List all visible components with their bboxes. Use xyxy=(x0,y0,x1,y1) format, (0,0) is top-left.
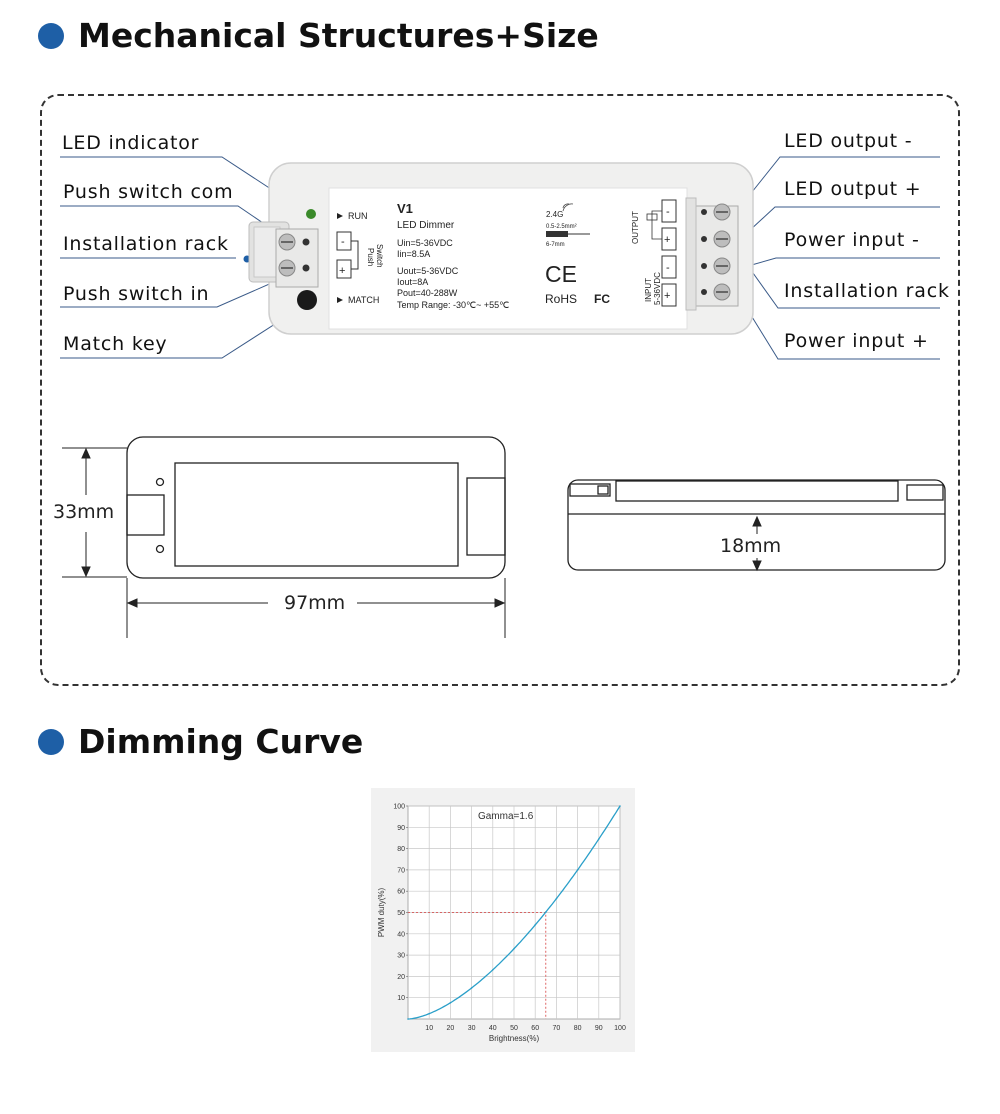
curve-data-point xyxy=(534,924,536,926)
curve-data-point xyxy=(576,869,579,871)
wire-strip-length-label: 6-7mm xyxy=(546,242,565,248)
callout-led-output-plus: LED output + xyxy=(784,178,922,200)
y-tick-label: 40 xyxy=(397,931,405,938)
switch-minus-label: - xyxy=(341,236,345,248)
device-label: RUN MATCH - + Switch Push V1 LED Dimmer … xyxy=(336,199,677,310)
curve-data-point xyxy=(428,1012,430,1015)
uin-label: Uin=5-36VDC xyxy=(397,238,453,248)
input-voltage-label: 5-36VDC xyxy=(653,272,662,305)
x-tick-label: 90 xyxy=(595,1025,603,1032)
led-load-icon xyxy=(646,213,658,221)
y-tick-label: 70 xyxy=(397,867,405,874)
switch-plus-label: + xyxy=(339,265,345,277)
match-key-button[interactable] xyxy=(297,290,317,310)
callout-power-input-minus: Power input - xyxy=(784,229,920,251)
length-dimension xyxy=(126,578,506,638)
top-view-drawing xyxy=(126,436,506,579)
model-label: V1 xyxy=(397,201,413,216)
wireless-icon xyxy=(562,203,574,212)
x-tick-label: 30 xyxy=(468,1025,476,1032)
pout-label: Pout=40-288W xyxy=(397,288,458,298)
output-plus-label: + xyxy=(664,234,670,246)
curve-data-point xyxy=(555,897,558,900)
section-title-dimming: Dimming Curve xyxy=(38,722,363,761)
iout-label: Iout=8A xyxy=(397,277,428,287)
curve-data-point xyxy=(470,987,473,989)
fcc-mark: FC xyxy=(594,292,610,306)
height-dimension xyxy=(62,447,127,578)
callout-installation-rack-right: Installation rack xyxy=(784,280,950,302)
gamma-annotation: Gamma=1.6 xyxy=(478,811,534,822)
x-tick-label: 60 xyxy=(531,1025,539,1032)
curve-data-point xyxy=(619,805,621,807)
frequency-label: 2.4G xyxy=(546,210,563,219)
wire-strip-icon xyxy=(546,231,568,237)
bullet-dot xyxy=(38,22,64,49)
section-title-mechanical: Mechanical Structures+Size xyxy=(38,16,599,55)
match-label: MATCH xyxy=(348,295,379,305)
x-tick-label: 100 xyxy=(614,1025,626,1032)
input-label: INPUT xyxy=(644,278,653,302)
output-minus-label: - xyxy=(666,206,670,218)
mechanical-frame xyxy=(40,94,960,686)
dimming-curve-chart: 10 20 30 40 50 60 70 80 90 100 10 20 30 40 50 60 70 80 90 1… xyxy=(371,788,635,1052)
mechanical-diagram: RUN MATCH - + Switch Push V1 LED Dimmer … xyxy=(60,156,946,638)
ce-mark: CE xyxy=(545,261,577,287)
curve-data-point xyxy=(545,911,547,913)
device-photo xyxy=(248,162,754,335)
input-plus-label: + xyxy=(664,290,670,302)
temp-range-label: Temp Range: -30℃~ +55℃ xyxy=(397,300,509,310)
callout-push-switch-com: Push switch com xyxy=(63,181,234,203)
product-name-label: LED Dimmer xyxy=(397,220,455,231)
x-tick-label: 20 xyxy=(447,1025,455,1032)
callout-push-switch-in: Push switch in xyxy=(63,283,210,305)
section-title-text: Dimming Curve xyxy=(78,722,364,761)
callout-led-indicator: LED indicator xyxy=(62,132,200,154)
y-tick-label: 50 xyxy=(397,910,405,917)
thickness-dimension-label: 18mm xyxy=(720,535,782,557)
x-tick-label: 40 xyxy=(489,1025,497,1032)
section-title-text: Mechanical Structures+Size xyxy=(78,16,599,55)
dimming-curve-svg: 10 20 30 40 50 60 70 80 90 100 10 20 30 40 50 60 70 80 90 1… xyxy=(377,804,626,1044)
callout-led-output-minus: LED output - xyxy=(784,130,913,152)
y-tick-label: 20 xyxy=(397,974,405,981)
wire-gauge-label: 0.5-2.5mm² xyxy=(546,224,577,230)
input-minus-label: - xyxy=(666,262,670,274)
curve-data-point xyxy=(407,1018,409,1020)
x-tick-label: 10 xyxy=(425,1025,433,1032)
uout-label: Uout=5-36VDC xyxy=(397,266,459,276)
rohs-mark: RoHS xyxy=(545,292,577,306)
run-label: RUN xyxy=(348,211,368,221)
curve-data-point xyxy=(598,838,600,840)
y-tick-label: 90 xyxy=(397,825,405,832)
y-tick-label: 60 xyxy=(397,889,405,896)
height-dimension-label: 33mm xyxy=(53,501,115,523)
output-label: OUTPUT xyxy=(631,211,640,244)
callout-match-key: Match key xyxy=(63,333,168,355)
thickness-dimension xyxy=(752,515,762,572)
curve-data-point xyxy=(449,1002,452,1004)
x-tick-label: 70 xyxy=(553,1025,561,1032)
y-tick-label: 100 xyxy=(393,804,405,811)
switch-label: Switch xyxy=(375,244,384,268)
y-tick-label: 30 xyxy=(397,953,405,960)
y-tick-label: 80 xyxy=(397,846,405,853)
y-axis-label: PWM duty(%) xyxy=(377,888,386,938)
x-tick-label: 80 xyxy=(574,1025,582,1032)
led-indicator-icon xyxy=(306,209,316,219)
y-tick-label: 10 xyxy=(397,995,405,1002)
iin-label: Iin=8.5A xyxy=(397,249,430,259)
callout-power-input-plus: Power input + xyxy=(784,330,929,352)
curve-data-point xyxy=(513,947,515,950)
push-label: Push xyxy=(366,248,375,266)
curve-data-point xyxy=(492,968,494,971)
x-tick-label: 50 xyxy=(510,1025,518,1032)
length-dimension-label: 97mm xyxy=(284,592,346,614)
bullet-dot xyxy=(38,728,64,755)
x-axis-label: Brightness(%) xyxy=(489,1034,540,1043)
callout-installation-rack-left: Installation rack xyxy=(63,233,229,255)
